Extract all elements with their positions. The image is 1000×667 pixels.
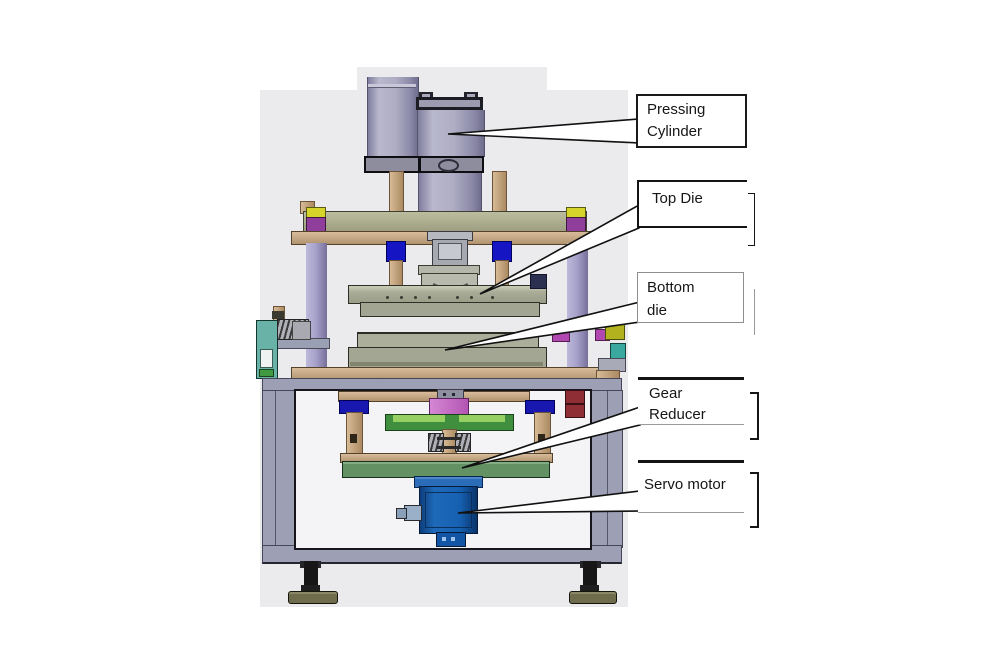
right-sensor-magenta-a [552, 330, 570, 342]
screw-coupling-right [455, 433, 471, 452]
cylinder-bolt-right-core [467, 94, 475, 97]
servo-motor-connector-tip [396, 508, 407, 519]
callout-line: Gear [649, 385, 683, 402]
drive-post-left-window [350, 434, 357, 443]
frame-left-edge-line [275, 391, 276, 545]
guide-pin-right [495, 260, 509, 286]
guide-bushing-right [492, 241, 512, 262]
callout-servo-motor-bracket [750, 472, 759, 528]
top-die-step-plate [360, 302, 540, 317]
guide-rod-upper-right [492, 171, 507, 215]
drive-tab-dot [452, 393, 455, 396]
guide-rod-upper-left [389, 171, 404, 215]
callout-line: Servo motor [644, 476, 726, 493]
callout-line: Pressing [647, 101, 706, 118]
frame-right-post [588, 390, 623, 548]
cylinder-band-divider [418, 157, 421, 172]
callout-servo-motor: Servo motor [638, 460, 744, 513]
limit-block-upper [565, 390, 585, 404]
callout-line: Reducer [649, 406, 706, 423]
gear-plate-highlight-right [459, 415, 505, 422]
ram-connector-core [438, 243, 462, 260]
callout-bottom-die-bracket [748, 289, 755, 335]
callout-line: die [647, 302, 668, 319]
callout-line: Bottom [647, 279, 695, 296]
left-sensor-foot [259, 369, 274, 377]
pressing-cylinder-right-tube [417, 110, 485, 157]
servo-base-dot [442, 537, 446, 541]
callout-bottom-die: Bottom die [637, 272, 744, 323]
drive-post-right-window [538, 434, 545, 443]
foot-left-pad [288, 591, 338, 604]
left-sensor-rod-cap [272, 311, 284, 319]
callout-line: Top Die [652, 190, 703, 207]
bottom-die-block-shadow [350, 362, 543, 366]
die-clamp-block [530, 274, 547, 289]
frame-left-post [262, 390, 297, 548]
cylinder-bolt-left-core [422, 94, 430, 97]
cylinder-top-cap-face [419, 100, 480, 107]
foot-right-collar [580, 585, 599, 591]
guide-column-left [306, 243, 327, 379]
callout-top-die: Top Die [637, 180, 747, 228]
foot-right-pad [569, 591, 617, 604]
rotation-symbol-icon [438, 159, 459, 172]
cylinder-mount-band [364, 156, 484, 173]
callout-gear-reducer-bracket [750, 392, 759, 440]
callout-top-die-bracket [748, 193, 755, 246]
callout-pressing-cylinder: Pressing Cylinder [636, 94, 747, 148]
gear-plate-highlight-left [393, 415, 445, 422]
servo-base-dot [451, 537, 455, 541]
top-die-hole [414, 296, 417, 299]
limit-block-lower [565, 404, 585, 418]
servo-motor-panel-line [425, 492, 472, 528]
left-coupling-block [292, 321, 311, 340]
top-die-hole [456, 296, 459, 299]
top-die-hole [386, 296, 389, 299]
top-die-hole [470, 296, 473, 299]
guide-pin-left [389, 260, 403, 286]
pressing-cylinder-left-tube [367, 77, 419, 157]
crown-plate [303, 211, 587, 233]
right-sensor-yellow-block [605, 320, 625, 340]
top-die-hole [428, 296, 431, 299]
foot-left-collar [301, 585, 320, 591]
callout-line: Cylinder [647, 123, 703, 140]
left-sensor-window [260, 349, 273, 368]
top-die-hole [400, 296, 403, 299]
callout-gear-reducer: Gear Reducer [638, 377, 744, 425]
screw-coupling-left [428, 433, 444, 452]
pressing-cylinder-lower-tube [418, 172, 482, 214]
guide-bushing-left [386, 241, 406, 262]
coupling-pin-upper [437, 437, 461, 440]
guide-column-right [567, 243, 588, 379]
frame-right-edge-line [607, 391, 608, 545]
cylinder-left-cap-line [368, 84, 416, 88]
coupling-pin-lower [437, 446, 461, 449]
top-die-hole [491, 296, 494, 299]
drive-tab-dot [443, 393, 446, 396]
